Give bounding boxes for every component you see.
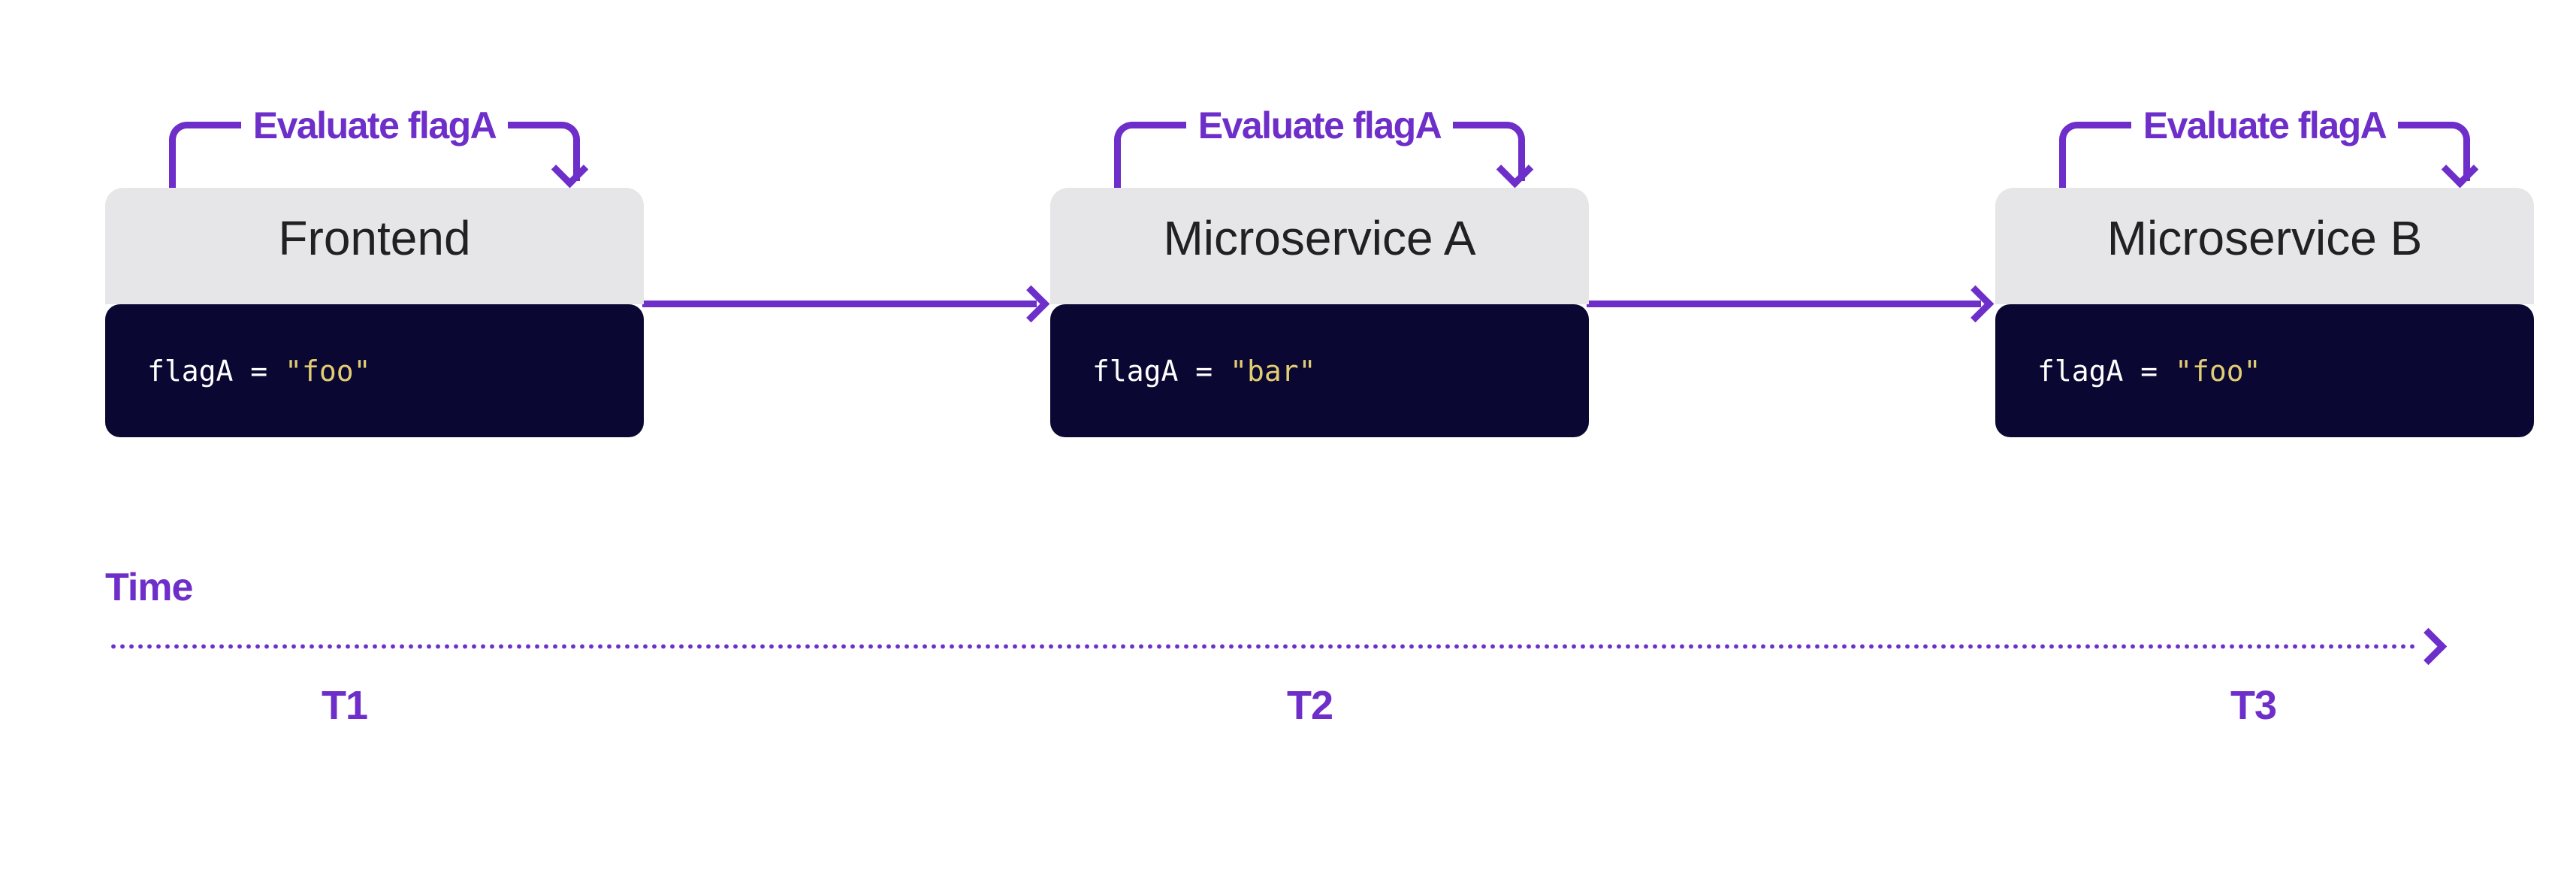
code-operator: = bbox=[250, 354, 268, 388]
service-header: Frontend bbox=[105, 188, 644, 304]
service-header: Microservice B bbox=[1995, 188, 2534, 304]
callout-bracket-left bbox=[2059, 122, 2131, 188]
service-name: Frontend bbox=[278, 210, 471, 265]
callout-label: Evaluate flagA bbox=[1197, 104, 1442, 147]
callout-bracket-left bbox=[169, 122, 241, 188]
service-group-microservice-b: Evaluate flagA Microservice B flagA = "f… bbox=[1995, 104, 2534, 437]
callout-arrow-down bbox=[2398, 122, 2479, 189]
callout-label: Evaluate flagA bbox=[252, 104, 497, 147]
flow-arrow-frontend-to-microservice-a bbox=[642, 285, 1050, 323]
time-tick-t2: T2 bbox=[1286, 683, 1333, 728]
service-group-frontend: Evaluate flagA Frontend flagA = "foo" bbox=[105, 104, 644, 437]
callout-label: Evaluate flagA bbox=[2143, 104, 2387, 147]
flow-arrow-microservice-a-to-b bbox=[1587, 285, 1995, 323]
time-axis-arrowhead-icon bbox=[2409, 627, 2448, 666]
evaluate-callout: Evaluate flagA bbox=[1995, 104, 2534, 189]
time-axis-dotted-line bbox=[109, 643, 2415, 650]
code-line: flagA = "foo" bbox=[2037, 355, 2260, 388]
code-variable: flagA bbox=[2037, 354, 2124, 388]
code-line: flagA = "bar" bbox=[1092, 355, 1315, 388]
callout-arrow-down bbox=[508, 122, 589, 189]
service-name: Microservice A bbox=[1163, 210, 1476, 265]
code-value: "bar" bbox=[1230, 354, 1316, 388]
code-variable: flagA bbox=[147, 354, 234, 388]
callout-arrow-down bbox=[1453, 122, 1534, 189]
code-panel: flagA = "foo" bbox=[1995, 304, 2534, 437]
time-tick-t1: T1 bbox=[321, 683, 368, 728]
code-operator: = bbox=[2140, 354, 2158, 388]
time-axis-label: Time bbox=[105, 566, 193, 609]
right-arrowhead-icon bbox=[1012, 285, 1050, 323]
down-arrowhead-icon bbox=[1496, 150, 1534, 189]
down-arrowhead-icon bbox=[2441, 150, 2479, 189]
code-variable: flagA bbox=[1092, 354, 1179, 388]
evaluate-callout: Evaluate flagA bbox=[1050, 104, 1589, 189]
code-value: "foo" bbox=[2175, 354, 2261, 388]
service-header: Microservice A bbox=[1050, 188, 1589, 304]
evaluate-callout: Evaluate flagA bbox=[105, 104, 644, 189]
code-operator: = bbox=[1195, 354, 1213, 388]
callout-bracket-left bbox=[1114, 122, 1186, 188]
right-arrowhead-icon bbox=[1956, 285, 1995, 323]
service-group-microservice-a: Evaluate flagA Microservice A flagA = "b… bbox=[1050, 104, 1589, 437]
code-line: flagA = "foo" bbox=[147, 355, 370, 388]
time-tick-t3: T3 bbox=[2230, 683, 2277, 728]
service-name: Microservice B bbox=[2106, 210, 2423, 265]
code-value: "foo" bbox=[285, 354, 371, 388]
code-panel: flagA = "foo" bbox=[105, 304, 644, 437]
code-panel: flagA = "bar" bbox=[1050, 304, 1589, 437]
down-arrowhead-icon bbox=[551, 150, 589, 189]
